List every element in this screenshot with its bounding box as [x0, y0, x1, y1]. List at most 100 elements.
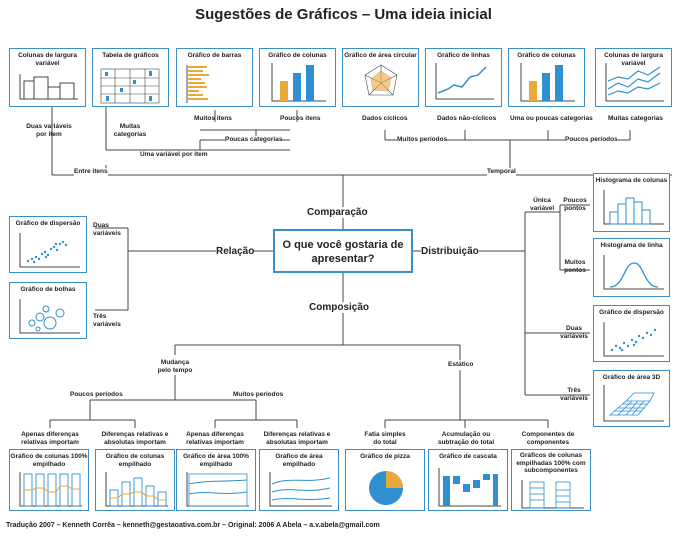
chart-card-tabela-graficos: Tabela de gráficos	[92, 48, 169, 107]
label-dados-ciclicos: Dados cíclicos	[362, 115, 408, 122]
stacked-area-icon	[269, 472, 332, 507]
column-chart-icon	[271, 63, 326, 102]
chart-card-histograma-colunas: Histograma de colunas	[593, 173, 670, 232]
page-title: Sugestões de Gráficos – Uma ideia inicia…	[195, 6, 492, 23]
chart-card-title: Gráfico de colunas	[268, 52, 327, 59]
multi-line-chart-icon	[605, 63, 664, 102]
label-duas-variaveis-relacao: Duas variáveis	[93, 222, 121, 237]
chart-card-pizza: Gráfico de pizza	[345, 449, 425, 511]
label-temporal: Temporal	[487, 168, 516, 176]
stacked-columns-icon	[105, 472, 168, 507]
chart-card-title: Gráfico de área circular	[344, 52, 417, 59]
label-muitos-itens: Muitos itens	[194, 115, 232, 122]
chart-card-title: Colunas de largura variável	[604, 52, 663, 67]
chart-card-area-empilhado: Gráfico de área empilhado	[259, 449, 339, 511]
label-rel-abs-2: Diferenças relativas e absolutas importa…	[263, 431, 331, 446]
chart-card-colunas-subcomponentes: Gráficos de colunas empilhadas 100% com …	[511, 449, 591, 511]
stacked-100-columns-icon	[19, 472, 82, 507]
chart-card-title: Gráfico de área 3D	[602, 374, 661, 381]
label-tres-variaveis-relacao: Três variáveis	[93, 313, 121, 328]
column-chart-icon	[520, 63, 575, 102]
line-histogram-icon	[603, 255, 664, 290]
chart-card-title: Gráficos de colunas empilhadas 100% com …	[516, 452, 586, 474]
label-rel-abs-1: Diferenças relativas e absolutas importa…	[101, 431, 169, 446]
label-poucos-pontos: Poucos pontos	[563, 197, 587, 212]
chart-card-bolhas: Gráfico de bolhas	[9, 282, 87, 339]
3d-area-chart-icon	[603, 385, 664, 422]
label-mudanca: Mudança pelo tempo	[155, 359, 195, 375]
chart-card-colunas-100: Gráfico de colunas 100% empilhado	[9, 449, 89, 511]
chart-card-area-100: Gráfico de área 100% empilhado	[176, 449, 256, 511]
chart-card-cascata: Gráfico de cascata	[428, 449, 508, 511]
chart-card-title: Histograma de linha	[600, 242, 663, 249]
label-apenas-dif-1: Apenas diferenças relativas importam	[21, 431, 79, 446]
chart-card-title: Gráfico de cascata	[439, 453, 497, 460]
footer-credits: Tradução 2007 – Kenneth Corrêa – kenneth…	[6, 522, 380, 529]
label-muitas-categorias: Muitas categorias	[113, 123, 147, 138]
chart-card-barras: Gráfico de barras	[176, 48, 253, 107]
stacked-subcomponent-columns-icon	[521, 480, 584, 509]
chart-card-title: Gráfico de área empilhado	[275, 453, 323, 468]
chart-card-area-circular: Gráfico de área circular	[342, 48, 419, 107]
chart-card-dispersao-relacao: Gráfico de dispersão	[9, 216, 87, 273]
label-uma-variavel: Uma variável por item	[140, 151, 208, 159]
label-uma-ou-poucas: Uma ou poucas categorias	[510, 115, 593, 122]
radar-chart-icon	[364, 64, 398, 96]
chart-card-title: Gráfico de pizza	[360, 453, 410, 460]
center-question: O que você gostaria de apresentar?	[273, 229, 413, 273]
chart-card-title: Gráfico de colunas 100% empilhado	[10, 453, 88, 468]
pie-chart-icon	[369, 471, 403, 505]
label-muitas-categorias-2: Muitas categorias	[608, 115, 663, 122]
scatter-chart-icon	[603, 322, 664, 357]
label-poucos-periodos-comp: Poucos períodos	[70, 391, 123, 399]
label-apenas-dif-2: Apenas diferenças relativas importam	[186, 431, 244, 446]
label-entre-itens: Entre itens	[74, 168, 108, 176]
label-tres-variaveis-dist: Três variáveis	[560, 387, 588, 402]
chart-card-title: Gráfico de dispersão	[599, 309, 664, 316]
label-muitos-periodos: Muitos períodos	[397, 136, 448, 144]
chart-card-title: Histograma de colunas	[595, 177, 668, 184]
label-componentes: Componentes de componentes	[521, 431, 575, 446]
label-fatia: Fatia simples do total	[364, 431, 406, 446]
label-duas-variaveis-dist: Duas variáveis	[560, 325, 588, 340]
chart-card-title: Gráfico de linhas	[437, 52, 490, 59]
bar-chart-icon	[186, 65, 209, 103]
chart-card-colunas-2: Gráfico de colunas	[508, 48, 585, 107]
bubble-chart-icon	[19, 299, 80, 334]
label-poucos-itens: Poucos itens	[280, 115, 321, 122]
table-of-charts-icon	[100, 68, 160, 104]
chart-card-colunas-empilhado: Gráfico de colunas empilhado	[95, 449, 175, 511]
label-dados-nao-ciclicos: Dados não-cíclicos	[437, 115, 497, 122]
branch-comparacao: Comparação	[307, 207, 368, 218]
chart-card-dispersao-distribuicao: Gráfico de dispersão	[593, 305, 670, 362]
chart-card-colunas: Gráfico de colunas	[259, 48, 336, 107]
label-estatico: Estático	[448, 361, 474, 369]
chart-card-area-3d: Gráfico de área 3D	[593, 370, 670, 427]
chart-card-title: Tabela de gráficos	[102, 52, 159, 59]
branch-composicao: Composição	[309, 302, 370, 313]
column-histogram-icon	[603, 190, 664, 225]
label-poucas-categorias: Poucas categorias	[225, 136, 283, 144]
chart-card-title: Gráfico de barras	[187, 52, 242, 59]
label-muitos-periodos-comp: Muitos períodos	[233, 391, 284, 399]
variable-width-columns-icon	[19, 74, 78, 100]
chart-card-colunas-largura-variavel-2: Colunas de largura variável	[595, 48, 672, 107]
chart-card-title: Gráfico de colunas	[517, 52, 576, 59]
branch-relacao: Relação	[216, 246, 255, 257]
chart-card-linhas: Gráfico de linhas	[425, 48, 502, 107]
chart-card-histograma-linha: Histograma de linha	[593, 238, 670, 297]
chart-card-title: Colunas de largura variável	[18, 52, 77, 67]
line-chart-icon	[435, 63, 494, 100]
chart-card-title: Gráfico de bolhas	[20, 286, 76, 293]
chart-card-title: Gráfico de dispersão	[15, 220, 81, 227]
chart-card-colunas-largura-variavel: Colunas de largura variável	[9, 48, 86, 107]
label-duas-variaveis: Duas variáveis por item	[26, 123, 72, 138]
waterfall-chart-icon	[438, 468, 501, 507]
label-poucos-periodos: Poucos períodos	[565, 136, 618, 144]
label-muitos-pontos: Muitos pontos	[564, 259, 586, 274]
chart-card-title: Gráfico de colunas empilhado	[105, 453, 165, 468]
label-unica-variavel: Única variável	[530, 197, 555, 212]
label-acumulacao: Acumulação ou subtração do total	[437, 431, 495, 446]
stacked-100-area-icon	[186, 472, 249, 507]
scatter-chart-icon	[19, 233, 80, 268]
